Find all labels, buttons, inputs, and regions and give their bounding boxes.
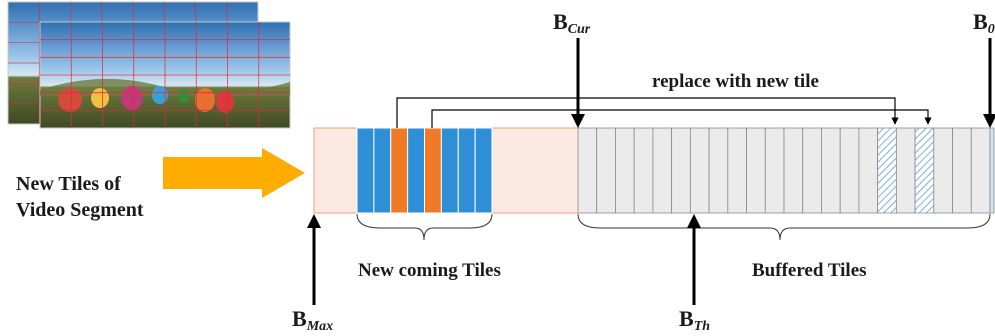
incoming-tile (457, 127, 476, 214)
buffered-tile (746, 127, 766, 214)
incoming-tile (356, 127, 375, 214)
b-zero-label: B0 (973, 9, 995, 37)
replaced-tile (877, 127, 897, 214)
video-frame-front (39, 21, 291, 129)
new-tiles-label-line1: New Tiles of (16, 173, 121, 195)
incoming-tile (373, 127, 392, 214)
buffered-label: Buffered Tiles (752, 260, 867, 281)
replace-connectors (396, 97, 932, 128)
replaced-tile (914, 127, 935, 214)
video-segment-frames (7, 1, 291, 129)
buffered-tile (821, 127, 841, 214)
incoming-tile (390, 127, 409, 214)
buffered-tile (689, 127, 710, 214)
buffered-tile (764, 127, 785, 214)
incoming-tile (407, 127, 425, 214)
buffered-tile (839, 127, 860, 214)
buffered-tile (933, 127, 953, 214)
buffered-tile (633, 127, 654, 214)
incoming-tiles (356, 127, 493, 214)
new-coming-label: New coming Tiles (358, 260, 501, 281)
buffered-tile (652, 127, 673, 214)
buffered-brace (577, 213, 991, 241)
buffer-bar (313, 127, 995, 214)
buffered-tiles (577, 127, 995, 214)
buffered-tile (671, 127, 691, 214)
incoming-tile (474, 127, 493, 214)
buffered-tile (970, 127, 991, 214)
replace-label: replace with new tile (652, 71, 819, 92)
pointer-arrows (307, 38, 995, 305)
buffered-tile (895, 127, 916, 214)
buffered-tile (615, 127, 635, 214)
buffered-tile (952, 127, 972, 214)
incoming-tile (424, 127, 442, 214)
buffer-edge-tile (989, 127, 995, 214)
buffered-tile (802, 127, 822, 214)
buffered-tile (727, 127, 747, 214)
b-cur-label: BCur (553, 9, 591, 37)
buffered-tile (858, 127, 879, 214)
buffered-tile (783, 127, 804, 214)
new-tiles-label-line2: Video Segment (16, 199, 144, 221)
b-th-label: BTh (679, 306, 710, 334)
incoming-tile (440, 127, 459, 214)
buffered-tile (577, 127, 598, 214)
buffered-tile (708, 127, 729, 214)
buffered-tile (596, 127, 616, 214)
b-max-label: BMax (292, 306, 333, 334)
segment-arrow-icon (163, 148, 305, 198)
incoming-brace (356, 213, 493, 241)
